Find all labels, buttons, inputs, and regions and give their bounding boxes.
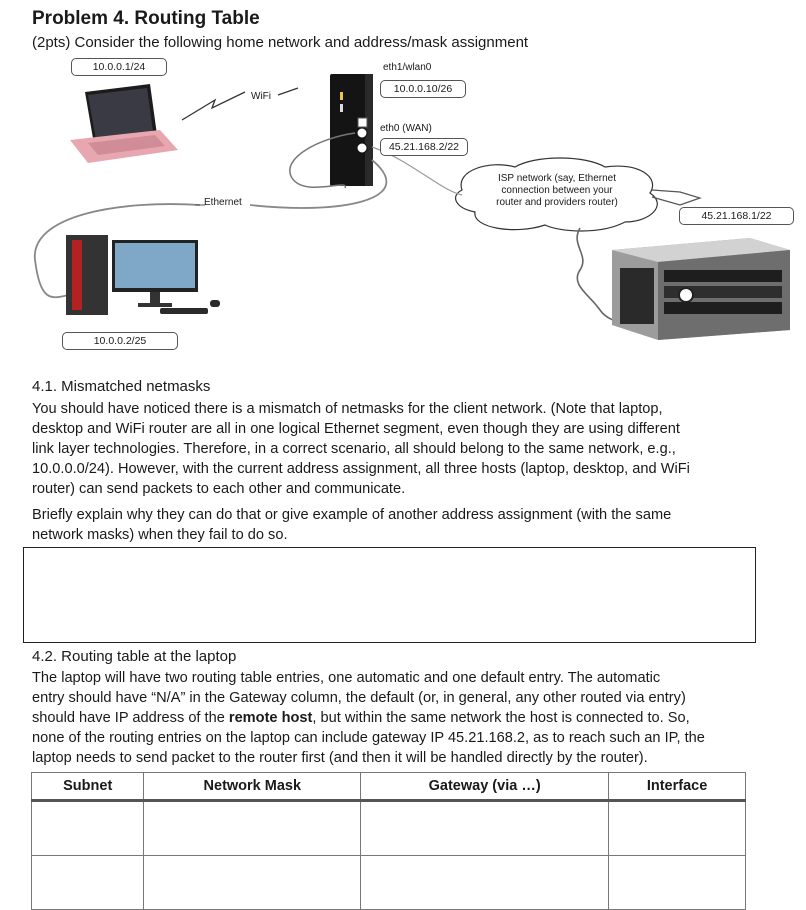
table-row (30, 800, 746, 856)
section-4-2-heading: 4.2. Routing table at the laptop (32, 648, 237, 665)
header-network-mask: Network Mask (143, 772, 362, 802)
header-interface: Interface (608, 772, 746, 802)
table-cell[interactable] (360, 800, 610, 856)
network-diagram (34, 74, 790, 340)
isp-cloud (454, 157, 658, 232)
section-4-1-question: Briefly explain why they can do that or … (32, 507, 672, 543)
provider-router-icon (612, 238, 790, 340)
table-cell[interactable] (143, 800, 362, 856)
wifi-label: WiFi (251, 91, 271, 102)
table-cell[interactable] (30, 855, 145, 910)
provider-address: 45.21.168.1/22 (679, 207, 794, 225)
wan-label: eth0 (WAN) (380, 123, 432, 134)
table-cell[interactable] (608, 855, 746, 910)
problem-title: Problem 4. Routing Table (32, 8, 260, 29)
answer-box[interactable] (23, 547, 756, 643)
header-gateway: Gateway (via …) (360, 772, 610, 802)
laptop-address: 10.0.0.1/24 (71, 58, 167, 76)
table-cell[interactable] (143, 855, 362, 910)
table-cell[interactable] (608, 800, 746, 856)
section-4-1-paragraph: You should have noticed there is a misma… (32, 401, 690, 497)
isp-cloud-text: ISP network (say, Ethernet connection be… (496, 173, 618, 208)
header-subnet: Subnet (30, 772, 145, 802)
wan-address: 45.21.168.2/22 (380, 138, 468, 156)
router-icon (330, 74, 373, 186)
desktop-address: 10.0.0.2/25 (62, 332, 178, 350)
table-cell[interactable] (360, 855, 610, 910)
problem-subtitle: (2pts) Consider the following home netwo… (32, 34, 529, 51)
routing-table: Subnet Network Mask Gateway (via …) Inte… (30, 772, 746, 910)
laptop-icon (70, 84, 178, 163)
wlan-label: eth1/wlan0 (383, 62, 432, 73)
wifi-link (181, 91, 246, 121)
table-row (30, 855, 746, 910)
wlan-address: 10.0.0.10/26 (380, 80, 466, 98)
table-cell[interactable] (30, 800, 145, 856)
ethernet-label: Ethernet (204, 197, 242, 208)
section-4-1-heading: 4.1. Mismatched netmasks (32, 378, 211, 395)
section-4-2-paragraph: The laptop will have two routing table e… (32, 670, 705, 766)
desktop-icon (66, 235, 220, 315)
